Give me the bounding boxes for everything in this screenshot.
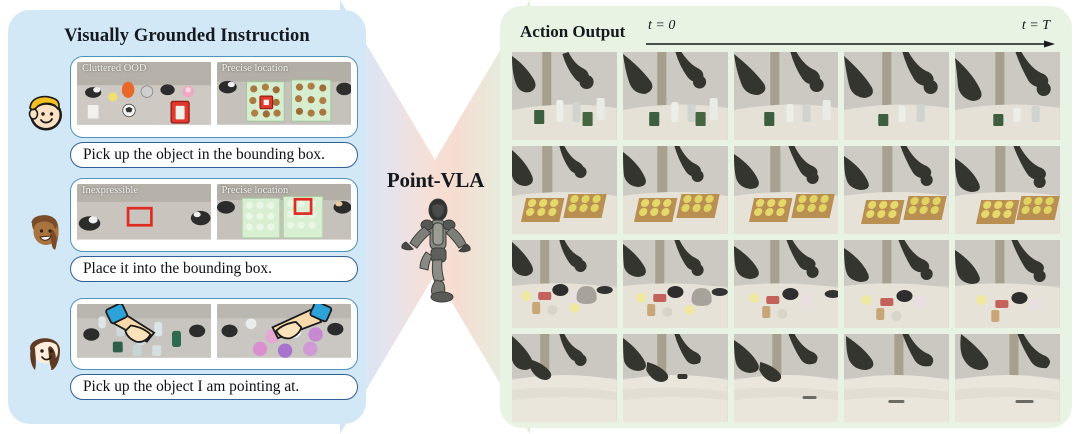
action-frame (512, 146, 617, 234)
right-panel-title: Action Output (520, 22, 626, 41)
action-frame (844, 146, 950, 234)
action-frame (844, 52, 950, 140)
action-frame (622, 52, 728, 140)
thumbnail-cluttered-ood: Cluttered OOD (77, 62, 212, 132)
action-frame (733, 334, 839, 422)
thumbnail-label: Precise location (221, 63, 289, 74)
instruction-images: Cluttered OOD (70, 56, 358, 138)
instruction-text-bubble: Pick up the object I am pointing at. (70, 374, 358, 400)
time-end-label: t = T (1021, 18, 1050, 33)
action-frame (512, 52, 617, 140)
action-frame (622, 146, 728, 234)
thumbnail-label: Precise location (221, 185, 289, 196)
humanoid-robot-icon (398, 196, 474, 306)
action-frame-grid (512, 52, 1060, 422)
thumbnail-inexpressible: Inexpressible (77, 184, 212, 246)
instruction-card: Pick up the object I am pointing at. (70, 298, 358, 400)
action-frame (955, 240, 1060, 328)
thumbnail-precise-location: Precise location (216, 62, 351, 132)
thumbnail-label: Cluttered OOD (82, 63, 147, 74)
action-frame (622, 334, 728, 422)
thumbnail-pointing-left (77, 304, 212, 364)
action-frame (844, 334, 950, 422)
action-frame (955, 334, 1060, 422)
girl-face-icon (22, 326, 68, 372)
time-start-label: t = 0 (648, 18, 676, 33)
action-frame (512, 240, 617, 328)
instruction-row: Cluttered OOD (22, 56, 358, 168)
action-output-panel: Action Output t = 0 t = T (500, 6, 1072, 428)
instruction-card: Inexpressible Precise location (70, 178, 358, 282)
blonde-boy-face-icon (22, 89, 68, 135)
instruction-text-bubble: Place it into the bounding box. (70, 256, 358, 282)
visually-grounded-instruction-panel: Visually Grounded Instruction Cluttered … (8, 10, 366, 424)
action-frame (733, 240, 839, 328)
instruction-images (70, 298, 358, 370)
action-frame (844, 240, 950, 328)
instruction-row: Inexpressible Precise location (22, 178, 358, 282)
instruction-images: Inexpressible Precise location (70, 178, 358, 252)
action-frame (512, 334, 617, 422)
instruction-text-bubble: Pick up the object in the bounding box. (70, 142, 358, 168)
thumbnail-label: Inexpressible (82, 185, 138, 196)
action-frame (955, 52, 1060, 140)
action-frame (733, 146, 839, 234)
action-frame (955, 146, 1060, 234)
brown-woman-face-icon (22, 207, 68, 253)
thumbnail-precise-location: Precise location (216, 184, 352, 246)
instruction-card: Cluttered OOD (70, 56, 358, 168)
action-frame (733, 52, 839, 140)
thumbnail-pointing-right (216, 304, 352, 364)
model-name-label: Point-VLA (386, 168, 485, 192)
action-frame (622, 240, 728, 328)
instruction-row: Pick up the object I am pointing at. (22, 298, 358, 400)
left-panel-title: Visually Grounded Instruction (64, 26, 310, 46)
timeline-arrow-icon (646, 40, 1055, 48)
